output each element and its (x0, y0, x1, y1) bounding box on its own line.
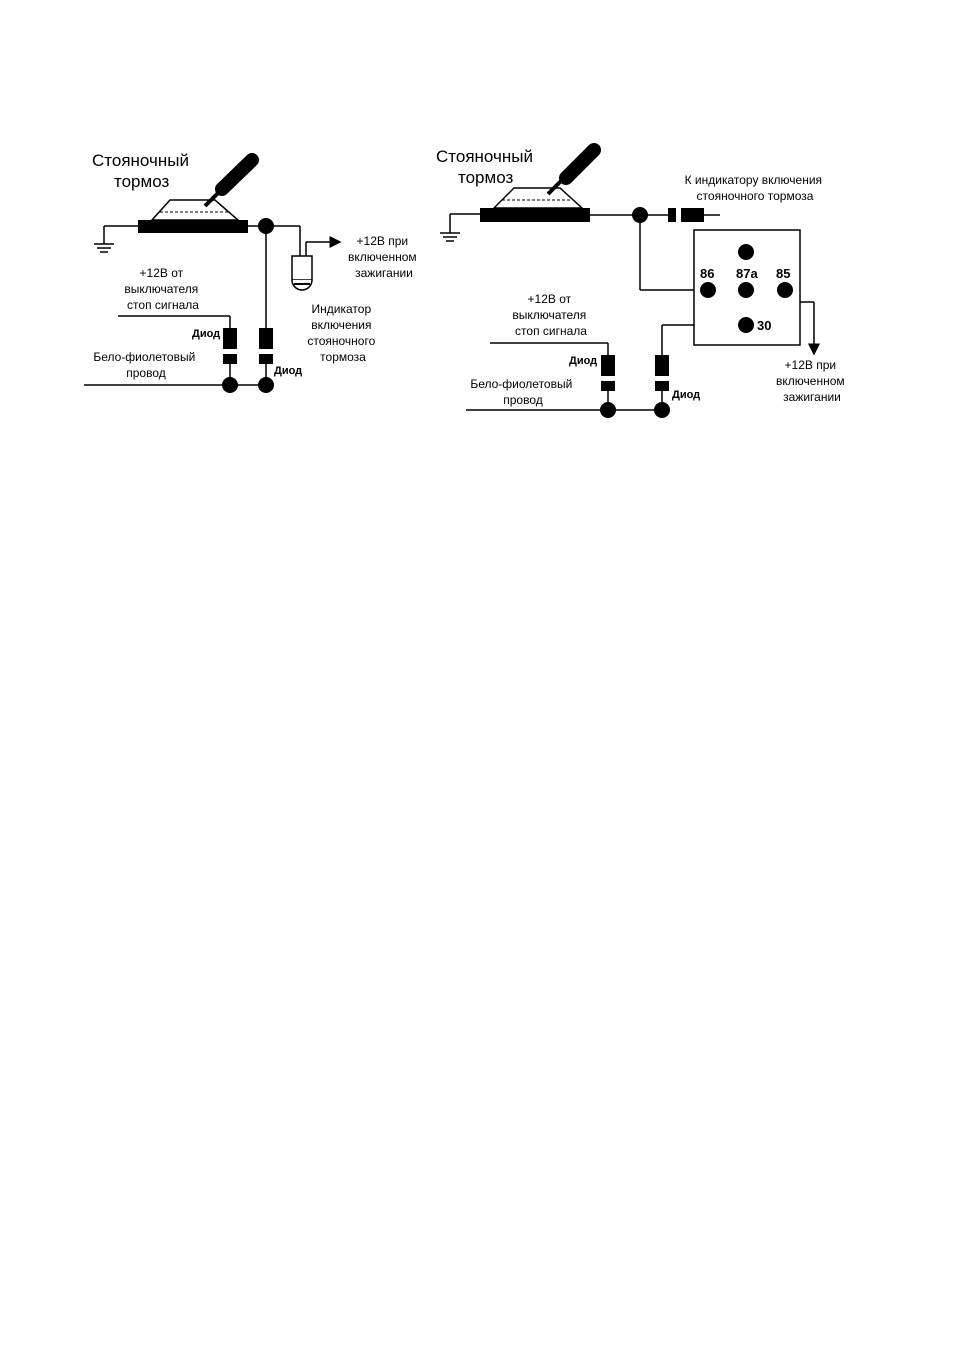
right-diode-a (601, 355, 615, 391)
relay-pin-87a-label: 87a (736, 266, 758, 281)
left-junction-b (258, 377, 274, 393)
left-diagram: Стояночный тормоз (84, 151, 420, 393)
right-diode-b (655, 355, 669, 391)
right-brake-lever (480, 143, 601, 222)
right-junction-b (654, 402, 670, 418)
relay-pin-85 (777, 282, 793, 298)
left-diode-a (223, 328, 237, 364)
relay: 86 87a 85 30 (693, 229, 801, 346)
right-diode-b-label: Диод (672, 389, 700, 401)
relay-pin-30-label: 30 (757, 318, 771, 333)
relay-pin-86 (700, 282, 716, 298)
left-ignition-label: +12В при включенном зажигании (348, 234, 420, 280)
left-wire-label: Бело-фиолетовый провод (93, 350, 198, 380)
left-diode-a-label: Диод (192, 328, 220, 340)
relay-pin-86-label: 86 (700, 266, 714, 281)
left-indicator-label: Индикатор включения стояночного тормоза (307, 302, 378, 364)
relay-pin-85-label: 85 (776, 266, 790, 281)
left-ground-symbol (94, 225, 140, 253)
left-junction-top (258, 218, 274, 234)
relay-pin-87a (738, 282, 754, 298)
left-diode-b-label: Диод (274, 365, 302, 377)
left-brake-lever (138, 153, 259, 233)
left-title: Стояночный тормоз (92, 151, 194, 191)
left-junction-a (222, 377, 238, 393)
relay-pin-30 (738, 317, 754, 333)
right-title: Стояночный тормоз (436, 147, 538, 187)
right-diode-a-label: Диод (569, 355, 597, 367)
right-diagram: Стояночный тормоз (436, 143, 848, 418)
right-junction-top (632, 207, 648, 223)
right-ignition-label: +12В при включенном зажигании (776, 358, 848, 404)
right-wire-label: Бело-фиолетовый провод (470, 377, 575, 407)
relay-pin-top (738, 244, 754, 260)
right-ground-symbol (440, 213, 480, 242)
left-feed-label: +12В от выключателя стоп сигнала (124, 266, 201, 312)
right-junction-a (600, 402, 616, 418)
right-indicator-diode (668, 208, 704, 222)
left-diode-b (259, 328, 273, 364)
right-feed-label: +12В от выключателя стоп сигнала (512, 292, 589, 338)
left-indicator-lamp (291, 255, 313, 291)
right-to-indicator-label: К индикатору включения стояночного тормо… (685, 173, 826, 203)
